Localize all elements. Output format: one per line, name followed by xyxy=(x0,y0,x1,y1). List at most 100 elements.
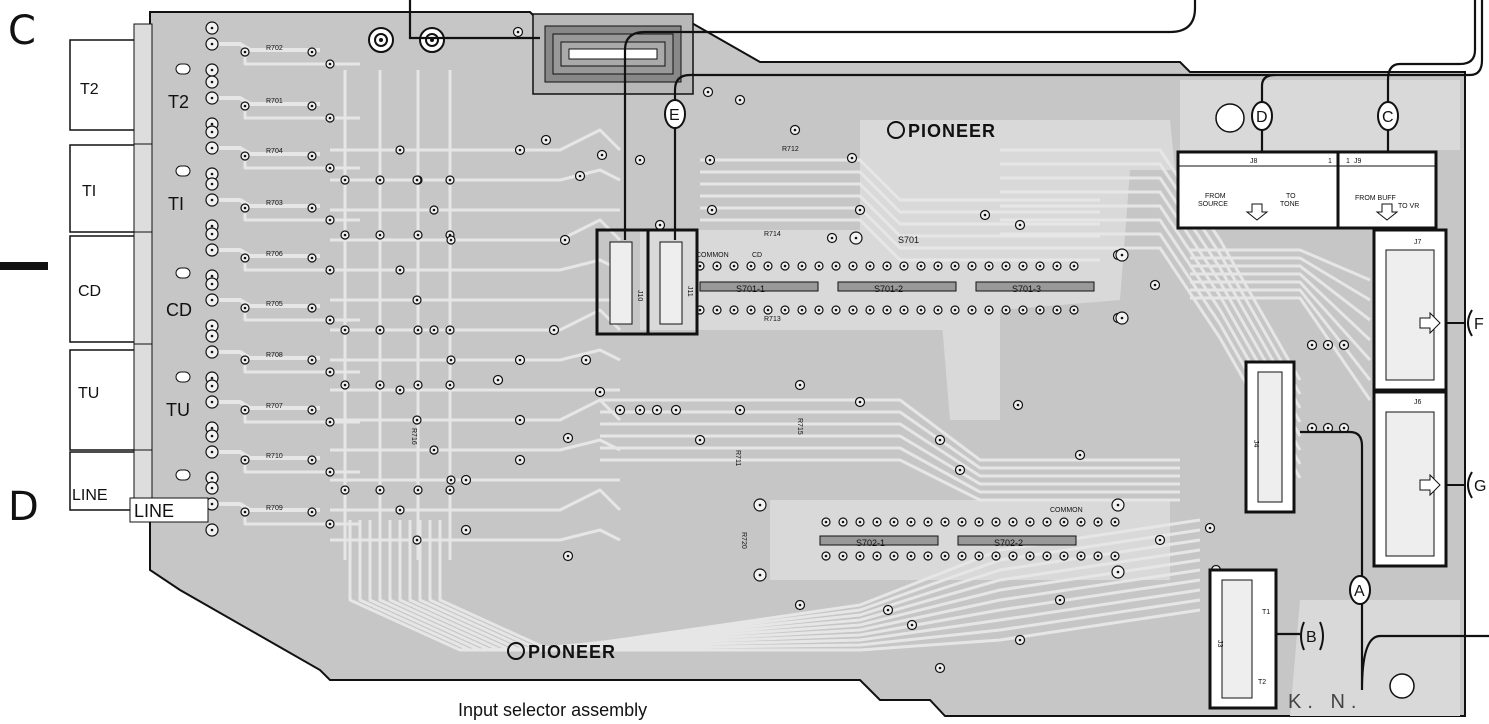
pad-hole xyxy=(343,233,347,237)
trace xyxy=(1190,272,1372,342)
cable-marker-c: C xyxy=(1377,101,1399,131)
trace xyxy=(212,146,320,156)
trace xyxy=(243,512,360,526)
pad-hole xyxy=(584,358,588,362)
trace xyxy=(378,520,1201,652)
pad-hole xyxy=(715,264,719,268)
trace xyxy=(700,218,1100,262)
trace xyxy=(1000,190,1302,423)
connector-j8: J8 1 FROM SOURCE TO TONE xyxy=(1176,150,1340,230)
trace xyxy=(212,450,320,460)
pad-hole xyxy=(464,528,468,532)
s702-1-label: S702-1 xyxy=(856,538,885,548)
pad-hole xyxy=(798,383,802,387)
pad-hole xyxy=(563,238,567,242)
pad-hole xyxy=(960,520,964,524)
pads xyxy=(205,21,1409,687)
cable-marker-a: A xyxy=(1349,575,1371,605)
pad-hole xyxy=(578,174,582,178)
trace xyxy=(330,438,621,452)
pad-hole xyxy=(1072,264,1076,268)
caption: Input selector assembly xyxy=(458,700,647,720)
trace xyxy=(600,446,1180,494)
pad-hole xyxy=(766,308,770,312)
trace xyxy=(600,458,1180,502)
pad-hole xyxy=(919,308,923,312)
s701-2-label: S701-2 xyxy=(874,284,903,294)
pad-hole xyxy=(708,158,712,162)
pad-hole xyxy=(1018,223,1022,227)
trace xyxy=(243,156,360,170)
trace xyxy=(330,528,621,542)
pad-hole xyxy=(328,318,332,322)
pad-hole xyxy=(416,328,420,332)
pad-hole xyxy=(1079,554,1083,558)
corner-label-c: C xyxy=(8,8,36,54)
connector-j7: J7 xyxy=(1372,228,1466,392)
pad-hole xyxy=(953,264,957,268)
brand-logo-bottom: PIONEER xyxy=(507,642,615,662)
pad-hole xyxy=(983,213,987,217)
trace xyxy=(212,350,320,360)
pad-hole xyxy=(1072,308,1076,312)
pad-hole xyxy=(343,488,347,492)
pad-hole xyxy=(432,208,436,212)
pad-hole xyxy=(841,520,845,524)
j3-t2: T2 xyxy=(1258,679,1266,686)
section-bar xyxy=(0,262,48,270)
trace xyxy=(243,360,360,374)
trace xyxy=(243,208,360,222)
pad-hole xyxy=(732,308,736,312)
pad-hole xyxy=(415,418,419,422)
trace xyxy=(398,520,1201,652)
pad-hole xyxy=(1055,308,1059,312)
pad-hole xyxy=(698,264,702,268)
pad-hole xyxy=(310,104,314,108)
pad-hole xyxy=(858,520,862,524)
pad-hole xyxy=(854,236,858,240)
cable-marker-d: D xyxy=(1251,101,1273,131)
pad-hole xyxy=(1021,264,1025,268)
pad-hole xyxy=(938,438,942,442)
pad-hole xyxy=(886,608,890,612)
pad-hole xyxy=(824,520,828,524)
pad-hole xyxy=(1045,520,1049,524)
pad-hole xyxy=(1011,520,1015,524)
pad-hole xyxy=(994,520,998,524)
pad-hole xyxy=(1018,638,1022,642)
resistor-label: R710 xyxy=(266,453,283,460)
j8-to-line1: TO xyxy=(1286,193,1296,200)
pad-hole xyxy=(449,358,453,362)
trace xyxy=(243,460,360,474)
trace xyxy=(212,248,320,258)
pad-hole xyxy=(1062,554,1066,558)
pad-hole xyxy=(1028,554,1032,558)
pad-hole xyxy=(1058,598,1062,602)
s702-2-label: S702-2 xyxy=(994,538,1023,548)
trace xyxy=(212,42,320,52)
pad-hole xyxy=(398,148,402,152)
pad-hole xyxy=(210,232,214,236)
pad-hole xyxy=(210,274,214,278)
trace xyxy=(243,308,360,322)
jack-block: T2 T2 TI TI CD CD TU TU LINE xyxy=(69,23,209,523)
pad-hole xyxy=(841,554,845,558)
trace xyxy=(1190,248,1371,282)
marker-label-d: D xyxy=(1256,109,1268,126)
pad-hole xyxy=(1310,426,1314,430)
pad-hole xyxy=(600,153,604,157)
pad-hole xyxy=(310,408,314,412)
pad-hole xyxy=(851,308,855,312)
pad-hole xyxy=(210,68,214,72)
r716-label: R716 xyxy=(410,428,417,445)
resistor-label: R702 xyxy=(266,45,283,52)
pad-hole xyxy=(706,90,710,94)
pad-hole xyxy=(1078,453,1082,457)
jack-tu: TU TU xyxy=(69,343,191,451)
jack-t2: T2 T2 xyxy=(69,23,191,145)
pad-hole xyxy=(658,223,662,227)
pad-hole xyxy=(210,224,214,228)
pad-hole xyxy=(310,458,314,462)
pad-hole xyxy=(800,264,804,268)
jack-label-outer: CD xyxy=(78,283,101,300)
